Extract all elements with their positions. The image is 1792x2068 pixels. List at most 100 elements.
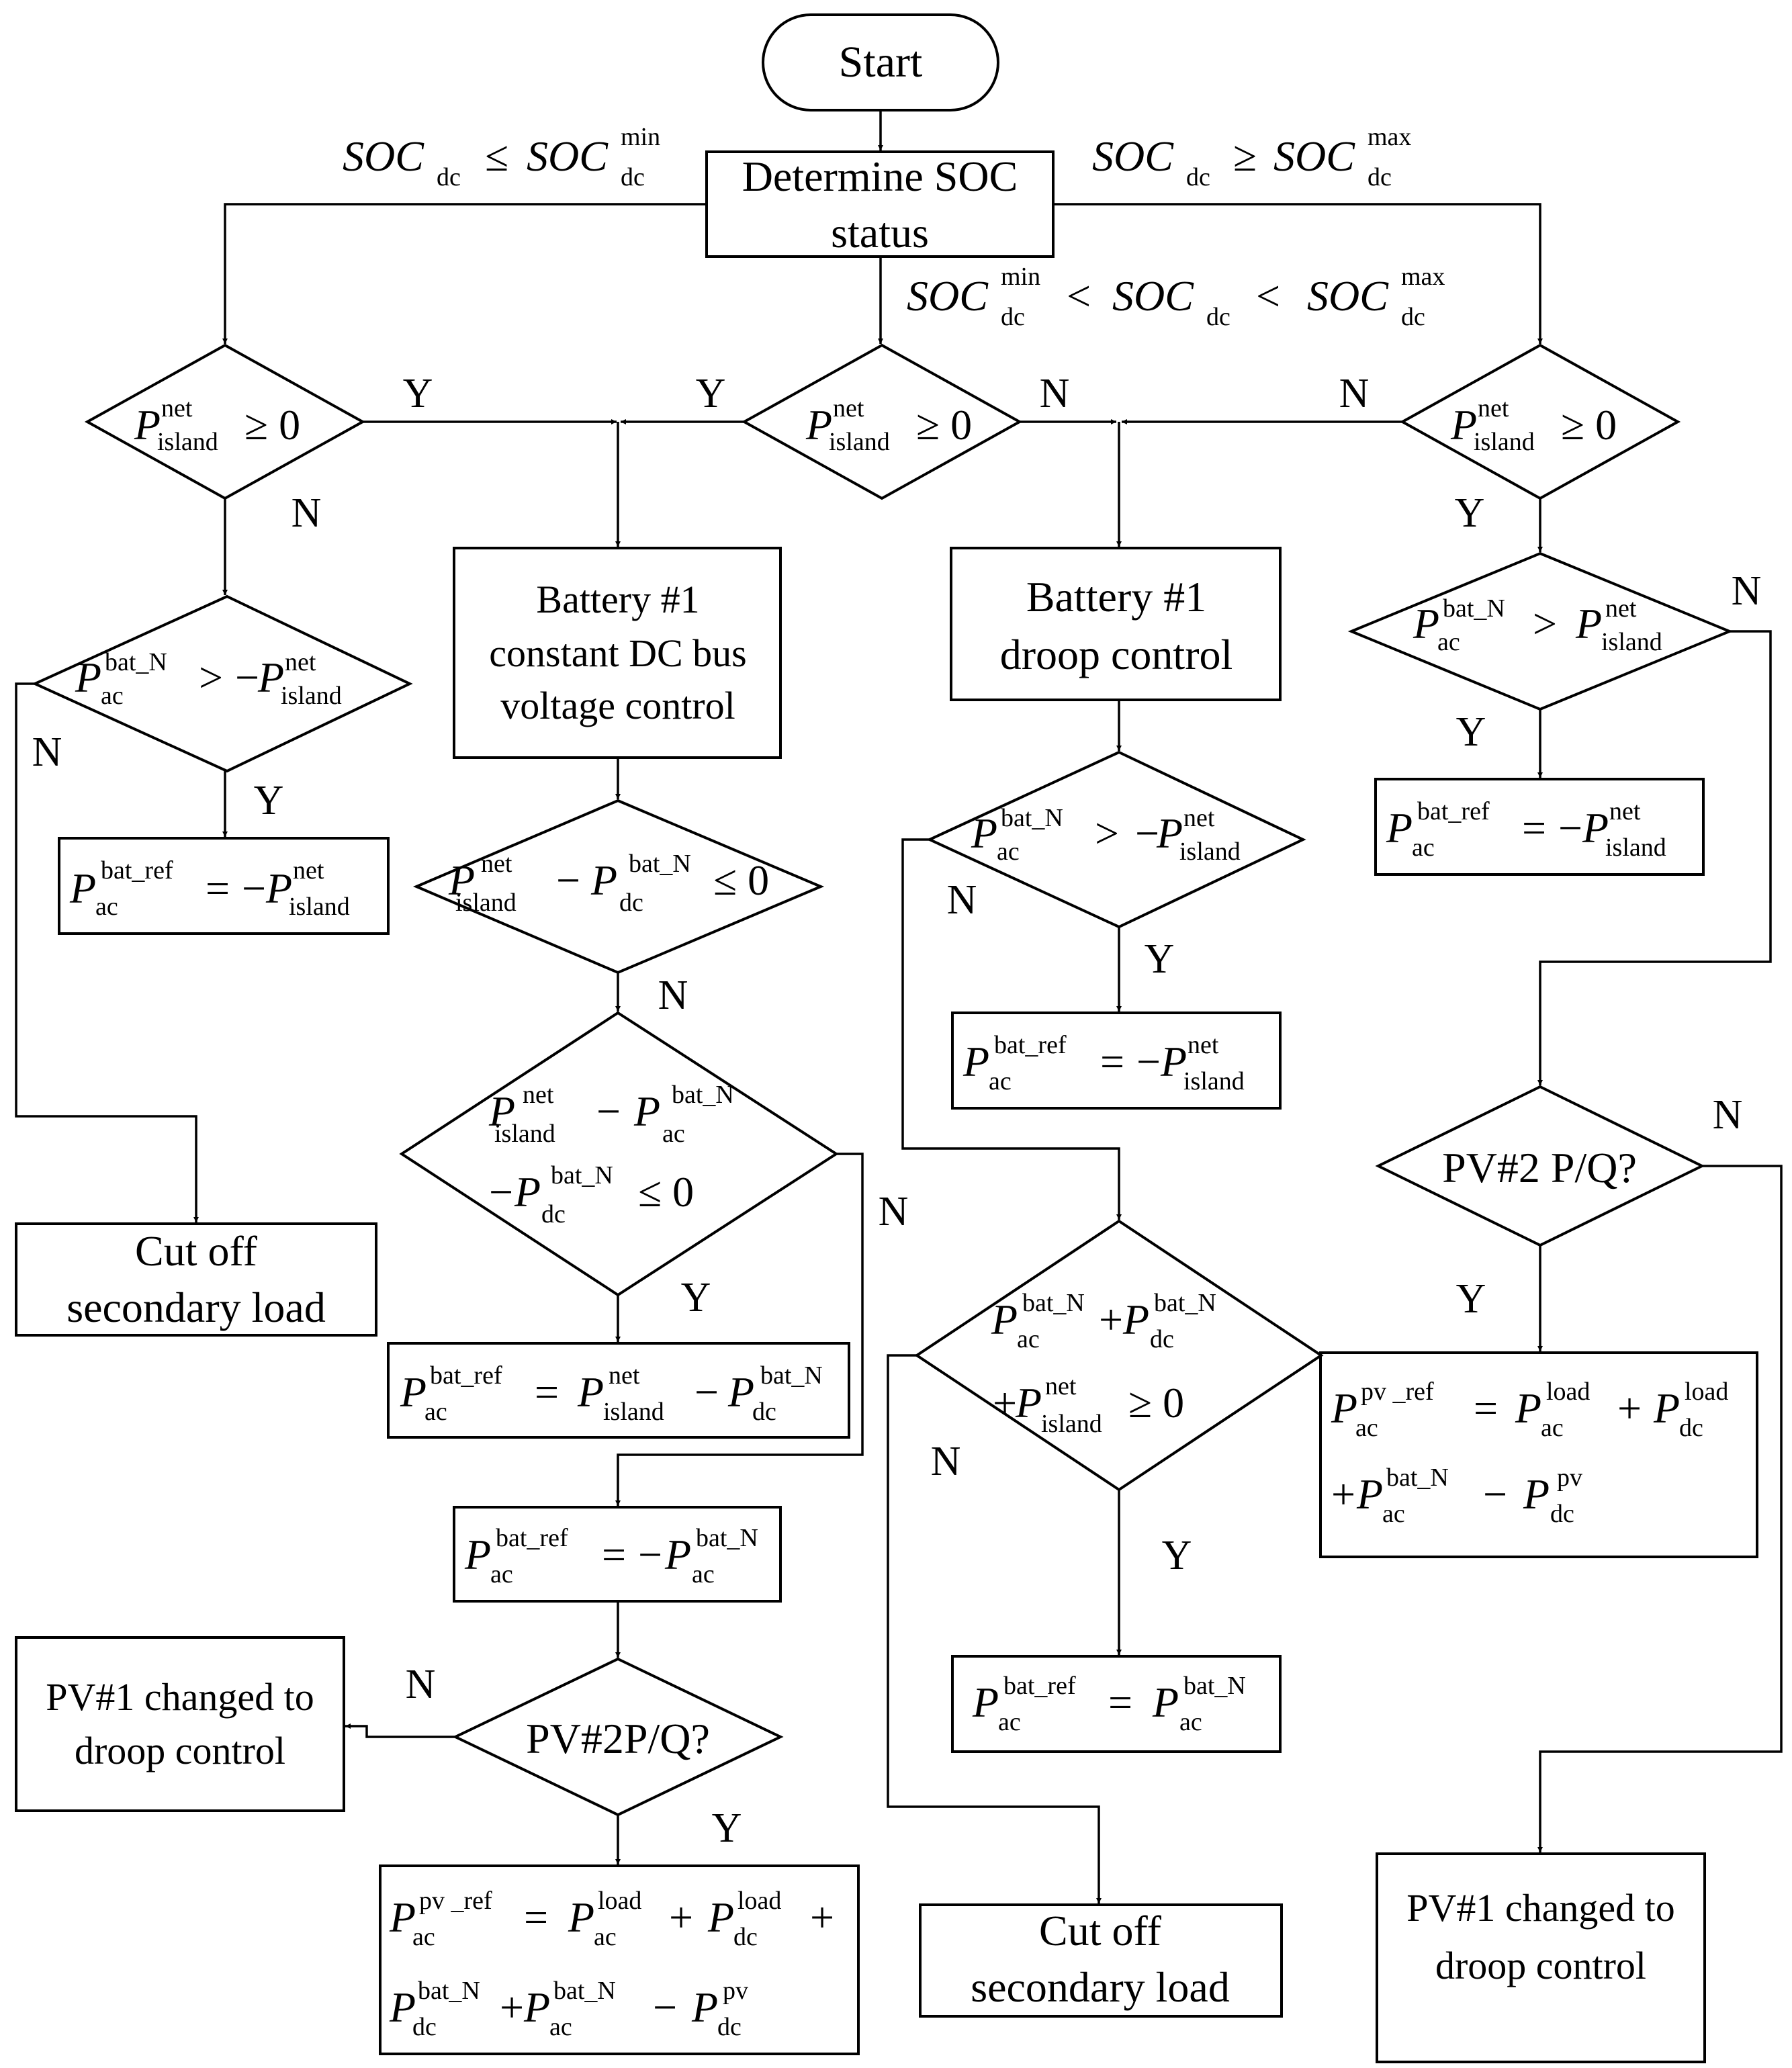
svg-text:ac: ac bbox=[424, 1398, 447, 1426]
svg-text:ac: ac bbox=[95, 893, 118, 921]
label-d2-Y: Y bbox=[681, 1275, 711, 1320]
svg-text:island: island bbox=[603, 1398, 664, 1426]
svg-text:dc: dc bbox=[619, 889, 643, 917]
svg-text:−: − bbox=[1483, 1470, 1507, 1518]
decision-sum-ge0 bbox=[914, 1219, 1324, 1492]
svg-text:bat_N: bat_N bbox=[1022, 1289, 1085, 1317]
battery-constant-l3: voltage control bbox=[500, 684, 735, 727]
svg-text:+: + bbox=[1617, 1384, 1642, 1432]
svg-text:SOC: SOC bbox=[343, 132, 424, 180]
svg-text:ac: ac bbox=[1437, 628, 1460, 656]
svg-text:net: net bbox=[609, 1361, 640, 1390]
svg-text:≤ 0: ≤ 0 bbox=[638, 1168, 694, 1216]
label-mid-Y: Y bbox=[696, 371, 726, 416]
svg-text:P: P bbox=[577, 1368, 604, 1416]
svg-text:P: P bbox=[971, 809, 997, 857]
svg-text:net: net bbox=[1045, 1372, 1077, 1400]
svg-text:dc: dc bbox=[1001, 303, 1025, 331]
box-batref-eq-batN bbox=[951, 1655, 1282, 1753]
cutoff-left-l1: Cut off bbox=[135, 1227, 258, 1275]
label-sum-Y: Y bbox=[1162, 1533, 1192, 1578]
label-droop-N: N bbox=[947, 877, 977, 923]
box-droop-batref bbox=[951, 1011, 1282, 1110]
svg-text:dc: dc bbox=[1206, 303, 1230, 331]
svg-text:dc: dc bbox=[437, 163, 461, 191]
label-right-N: N bbox=[1339, 371, 1370, 416]
expr-batref-neg-batN: P bat_ref ac = − P bat_N ac bbox=[464, 1524, 758, 1588]
svg-text:net: net bbox=[523, 1081, 554, 1109]
battery-droop-l2: droop control bbox=[1000, 631, 1233, 678]
battery-constant-l1: Battery #1 bbox=[536, 578, 699, 621]
svg-text:net: net bbox=[481, 850, 512, 878]
arrow-d2-N bbox=[615, 1153, 864, 1506]
svg-text:P: P bbox=[727, 1368, 754, 1416]
svg-text:≥ 0: ≥ 0 bbox=[1128, 1379, 1184, 1427]
svg-text:bat_N: bat_N bbox=[1386, 1464, 1449, 1492]
cutoff-mid-l1: Cut off bbox=[1039, 1907, 1162, 1954]
svg-text:bat_ref: bat_ref bbox=[994, 1031, 1067, 1059]
svg-text:bat_N: bat_N bbox=[551, 1161, 613, 1189]
expr-left-batref: P bat_ref ac = − P net island bbox=[69, 856, 350, 921]
svg-text:bat_ref: bat_ref bbox=[1003, 1672, 1076, 1700]
svg-text:P: P bbox=[1653, 1384, 1680, 1432]
expr-right-pnet: P net island ≥ 0 bbox=[1450, 394, 1617, 456]
arrow-droop-N bbox=[901, 838, 1122, 1220]
battery-droop-l1: Battery #1 bbox=[1026, 573, 1206, 621]
arrow-sum-N bbox=[887, 1354, 1102, 1903]
box-mid-batref-eq bbox=[387, 1342, 850, 1439]
svg-text:island: island bbox=[455, 889, 517, 917]
svg-text:P: P bbox=[464, 1531, 491, 1578]
svg-text:P: P bbox=[1450, 401, 1477, 449]
svg-text:P: P bbox=[1386, 804, 1413, 852]
svg-text:=: = bbox=[206, 864, 230, 912]
svg-text:bat_ref: bat_ref bbox=[496, 1524, 568, 1552]
svg-text:ac: ac bbox=[1355, 1414, 1378, 1442]
svg-text:ac: ac bbox=[412, 1923, 435, 1951]
pvq-left-label: PV#2P/Q? bbox=[526, 1715, 710, 1762]
svg-text:ac: ac bbox=[1017, 1325, 1040, 1353]
svg-text:dc: dc bbox=[1368, 163, 1392, 191]
label-d2-N: N bbox=[879, 1189, 909, 1234]
svg-text:dc: dc bbox=[717, 2013, 742, 2041]
expr-mid-pnet: P net island ≥ 0 bbox=[805, 394, 972, 456]
svg-text:dc: dc bbox=[1550, 1500, 1574, 1528]
svg-text:P: P bbox=[972, 1678, 999, 1726]
svg-text:load: load bbox=[598, 1887, 641, 1915]
start-label: Start bbox=[839, 38, 923, 87]
svg-text:P: P bbox=[1515, 1384, 1541, 1432]
svg-text:island: island bbox=[1605, 834, 1666, 862]
svg-text:bat_ref: bat_ref bbox=[1417, 797, 1490, 825]
svg-text:net: net bbox=[1609, 797, 1641, 825]
svg-text:dc: dc bbox=[1679, 1414, 1703, 1442]
svg-text:pv _ref: pv _ref bbox=[1361, 1378, 1434, 1406]
arrow-soc-left bbox=[222, 203, 707, 344]
determine-label-2: status bbox=[831, 209, 929, 257]
svg-text:SOC: SOC bbox=[1307, 272, 1389, 320]
svg-text:SOC: SOC bbox=[1273, 132, 1355, 180]
svg-text:P: P bbox=[1152, 1678, 1179, 1726]
pv1-left-l2: droop control bbox=[75, 1729, 285, 1772]
svg-text:ac: ac bbox=[1179, 1708, 1202, 1736]
svg-text:island: island bbox=[1601, 628, 1662, 656]
arrow-pvq-right-N bbox=[1537, 1165, 1783, 1852]
svg-text:island: island bbox=[1183, 1067, 1245, 1095]
svg-text:P: P bbox=[265, 864, 292, 912]
svg-text:P: P bbox=[448, 856, 475, 904]
svg-text:P: P bbox=[400, 1368, 427, 1416]
label-left-batN-N: N bbox=[32, 729, 62, 775]
svg-text:pv: pv bbox=[1557, 1464, 1582, 1492]
svg-text:dc: dc bbox=[1401, 303, 1425, 331]
svg-text:load: load bbox=[737, 1887, 781, 1915]
svg-text:ac: ac bbox=[692, 1560, 715, 1588]
svg-text:≥ 0: ≥ 0 bbox=[916, 401, 972, 449]
expr-left-pnet: P net island ≥ 0 bbox=[134, 394, 300, 456]
expr-right-batN-gt: P bat_N ac > P net island bbox=[1413, 594, 1662, 656]
cutoff-left-l2: secondary load bbox=[66, 1284, 326, 1331]
cutoff-mid-l2: secondary load bbox=[971, 1963, 1230, 2011]
determine-label-1: Determine SOC bbox=[742, 152, 1018, 200]
svg-text:min: min bbox=[621, 123, 660, 151]
svg-text:>: > bbox=[1533, 600, 1557, 647]
label-left-batN-Y: Y bbox=[254, 778, 284, 823]
svg-text:=: = bbox=[535, 1368, 559, 1416]
svg-text:≥: ≥ bbox=[1233, 132, 1257, 180]
